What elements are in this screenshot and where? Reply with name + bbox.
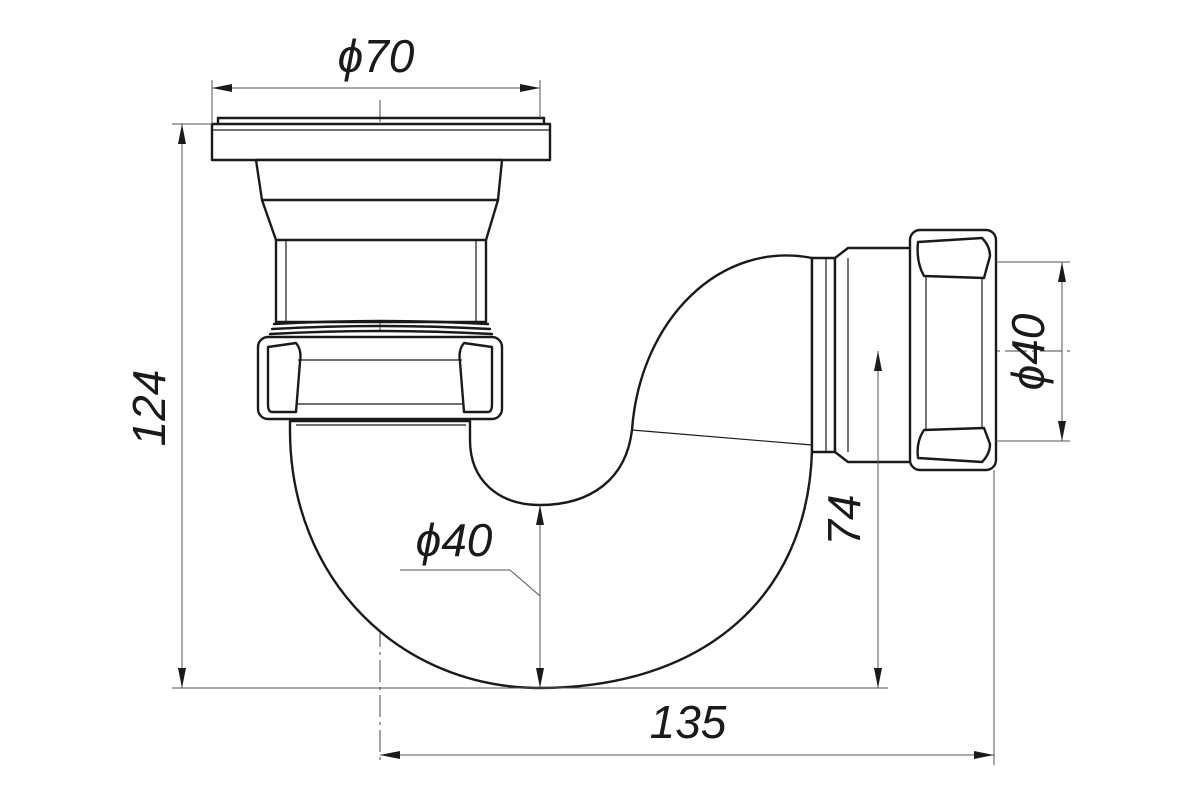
dim-label-outlet-height: 74	[818, 494, 870, 545]
arrow-top	[178, 124, 186, 144]
nut-outline-right	[908, 228, 998, 472]
arrow-top	[1058, 262, 1066, 282]
leader-diagonal	[509, 569, 541, 597]
dimension-outlet-diameter: ϕ40	[996, 261, 1070, 442]
arrow-bottom	[178, 668, 186, 688]
right-union-nut	[908, 228, 998, 472]
nut-right-facet-bottom	[916, 426, 992, 464]
arrow-right	[520, 84, 540, 92]
outlet-ring	[810, 256, 837, 454]
dim-label-top-width: ϕ70	[338, 30, 415, 82]
dimension-bend-diameter: ϕ40	[400, 505, 544, 688]
arrow-bottom	[1058, 421, 1066, 441]
inlet-funnel	[254, 158, 504, 324]
arrow-left	[380, 751, 400, 759]
bend-seam-line	[631, 429, 813, 446]
dimension-outlet-height: 74	[818, 351, 882, 688]
dim-label-total-height: 124	[123, 370, 175, 447]
arrow-top	[874, 351, 882, 371]
arrow-bottom	[536, 668, 544, 688]
arrow-bottom	[874, 668, 882, 688]
nut-outline-left	[256, 335, 504, 421]
left-union-nut	[256, 335, 504, 421]
nut-facet-right	[458, 341, 494, 414]
dim-label-total-width: 135	[650, 696, 727, 748]
dim-label-outlet-diameter: ϕ40	[1002, 313, 1054, 390]
thread	[268, 319, 494, 336]
dimension-top-width: ϕ70	[211, 30, 541, 124]
outlet-sleeve	[833, 246, 914, 464]
dimension-total-height: 124	[123, 123, 888, 689]
top-flange	[210, 116, 552, 162]
dimension-total-width: 135	[380, 470, 995, 765]
arrow-left	[212, 84, 232, 92]
thread-lines	[268, 319, 494, 336]
dim-label-bend-diameter: ϕ40	[416, 514, 493, 566]
nut-right-facet-top	[916, 236, 992, 280]
arrow-right	[974, 751, 994, 759]
arrow-top	[536, 505, 544, 525]
outlet-coupling	[810, 246, 914, 464]
nut-facet-left	[266, 341, 302, 414]
